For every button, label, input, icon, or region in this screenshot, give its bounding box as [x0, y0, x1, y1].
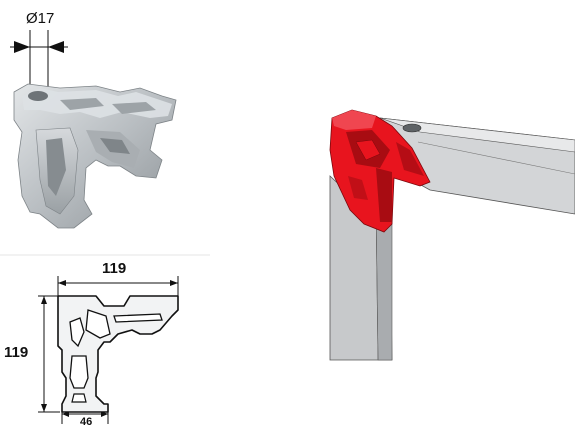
diameter-dimension: [10, 30, 68, 92]
slot-label: 46: [80, 416, 93, 428]
diameter-label: Ø17: [26, 10, 55, 27]
assembly-render: [329, 109, 575, 361]
connector-photo-shape: [13, 83, 177, 229]
width-label: 119: [102, 260, 127, 277]
height-label: 119: [4, 344, 29, 361]
profile-drawing: [38, 276, 179, 424]
